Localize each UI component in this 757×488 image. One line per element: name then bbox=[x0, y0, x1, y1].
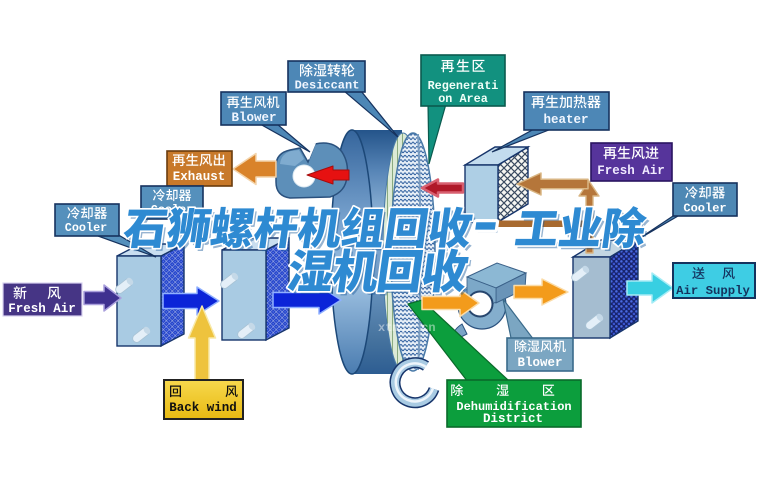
svg-text:Cooler: Cooler bbox=[65, 221, 107, 235]
svg-text:Dehumidification: Dehumidification bbox=[456, 400, 571, 414]
svg-text:Fresh Air: Fresh Air bbox=[8, 302, 76, 316]
svg-text:Fresh Air: Fresh Air bbox=[597, 164, 665, 178]
svg-text:Back wind: Back wind bbox=[169, 401, 237, 415]
svg-text:Desiccant: Desiccant bbox=[295, 79, 360, 93]
svg-text:Blower: Blower bbox=[517, 356, 562, 370]
svg-text:on Area: on Area bbox=[438, 92, 488, 106]
svg-text:Regenerati: Regenerati bbox=[428, 79, 499, 93]
svg-text:xtmjx.cn: xtmjx.cn bbox=[378, 321, 436, 335]
svg-text:Blower: Blower bbox=[231, 111, 276, 125]
svg-text:heater: heater bbox=[543, 113, 588, 127]
svg-text:Air Supply: Air Supply bbox=[676, 284, 750, 298]
svg-text:Exhaust: Exhaust bbox=[173, 170, 226, 184]
svg-text:District: District bbox=[483, 412, 543, 426]
svg-text:Cooler: Cooler bbox=[683, 202, 726, 216]
